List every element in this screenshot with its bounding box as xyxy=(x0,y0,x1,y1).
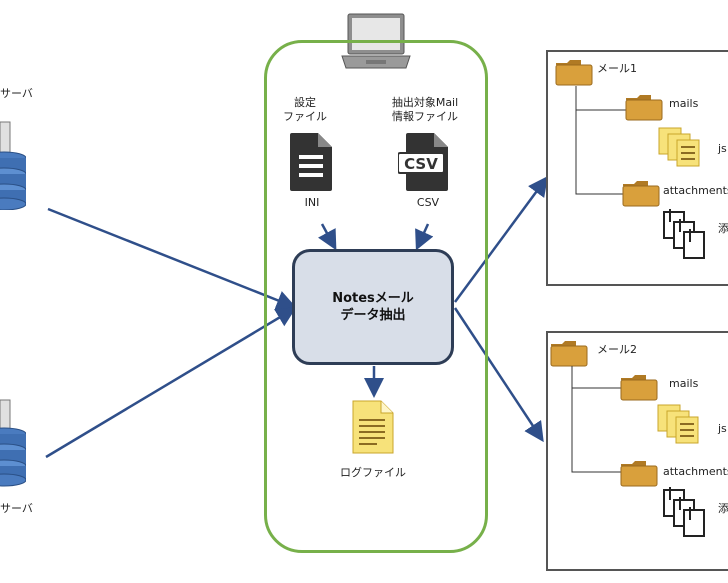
arrow-ini-to-process xyxy=(318,223,337,251)
document-file-icon xyxy=(290,133,332,191)
tree-lines xyxy=(575,86,626,195)
folder-icon xyxy=(555,60,593,86)
arrow-csv-to-process xyxy=(415,223,434,251)
json-files-icon xyxy=(658,127,700,167)
extraction-process-box: Notesメール データ抽出 xyxy=(292,249,454,365)
folder-icon xyxy=(550,341,588,367)
target-list-caption-line1: 抽出対象Mail xyxy=(391,96,459,109)
csv-icon-text: CSV xyxy=(404,155,438,173)
mail1-attachments-label: attachments xyxy=(663,184,728,197)
settings-type-label: INI xyxy=(304,196,320,209)
arrow-process-to-mail1 xyxy=(453,175,548,303)
mail2-attach-files-label: 添 xyxy=(718,502,728,515)
settings-caption: 設定 ファイル xyxy=(276,96,334,124)
mail2-folder-label: メール2 xyxy=(597,343,637,356)
attachment-files-icon xyxy=(663,487,705,537)
settings-caption-line1: 設定 xyxy=(294,96,316,109)
server-bottom-label: サーバ xyxy=(0,502,33,515)
settings-caption-line2: ファイル xyxy=(283,110,327,123)
tree-lines xyxy=(571,366,622,473)
target-list-type-label: CSV xyxy=(416,196,440,209)
log-file-icon xyxy=(352,400,394,454)
folder-icon xyxy=(620,375,658,401)
database-server-icon xyxy=(0,121,26,210)
mail1-attach-files-label: 添 xyxy=(718,222,728,235)
json-files-icon xyxy=(657,404,699,444)
process-title-line1: Notesメール xyxy=(332,291,414,306)
arrow-server-bottom-to-process xyxy=(45,307,297,459)
tool-frame xyxy=(264,40,488,553)
mail1-json-label: js xyxy=(718,142,727,155)
process-title-line2: データ抽出 xyxy=(340,308,406,323)
csv-file-icon: CSV xyxy=(398,133,448,191)
folder-icon xyxy=(622,181,660,207)
log-file-label: ログファイル xyxy=(340,466,406,479)
folder-icon xyxy=(620,461,658,487)
mail2-json-label: js xyxy=(718,422,727,435)
server-top-label: サーバ xyxy=(0,87,33,100)
mail1-mails-label: mails xyxy=(669,97,699,110)
arrow-server-top-to-process xyxy=(47,207,297,310)
mail2-mails-label: mails xyxy=(669,377,699,390)
mail1-folder-label: メール1 xyxy=(597,62,637,75)
arrow-process-to-mail2 xyxy=(453,307,544,443)
database-server-icon xyxy=(0,399,26,487)
attachment-files-icon xyxy=(663,209,705,259)
mail2-attachments-label: attachments xyxy=(663,465,728,478)
folder-icon xyxy=(625,95,663,121)
target-list-caption: 抽出対象Mail 情報ファイル xyxy=(382,96,468,124)
laptop-icon xyxy=(341,13,411,69)
target-list-caption-line2: 情報ファイル xyxy=(392,110,458,123)
